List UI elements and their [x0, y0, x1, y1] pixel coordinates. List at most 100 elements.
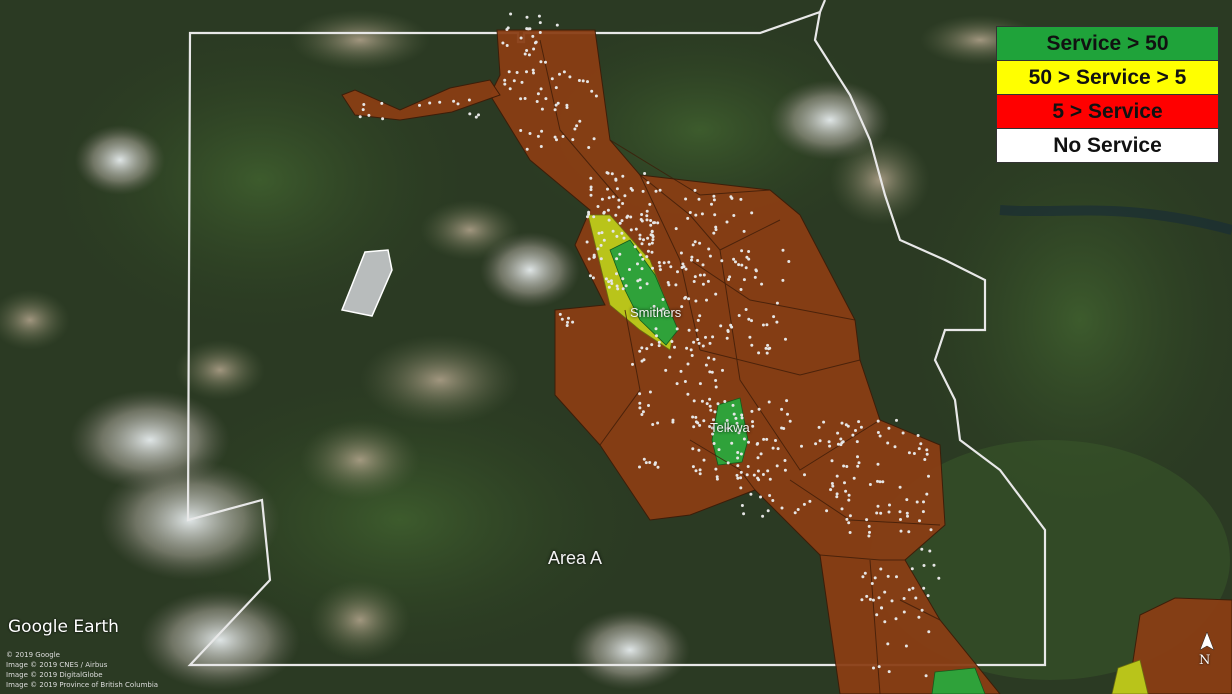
- address-point: [561, 135, 565, 138]
- address-point: [714, 379, 718, 382]
- address-point: [698, 423, 702, 427]
- address-point: [712, 231, 716, 235]
- address-point: [887, 510, 891, 514]
- address-point: [640, 213, 644, 216]
- address-point: [842, 464, 846, 468]
- address-point: [759, 495, 762, 499]
- address-point: [808, 499, 812, 503]
- address-point: [732, 412, 736, 416]
- address-point: [642, 358, 646, 362]
- address-point: [775, 464, 779, 468]
- address-point: [725, 419, 729, 422]
- address-point: [876, 479, 879, 483]
- address-point: [700, 212, 704, 216]
- zone-telkwa-high[interactable]: [711, 397, 749, 466]
- address-point: [588, 274, 592, 278]
- legend-item-mid: 50 > Service > 5: [997, 61, 1218, 95]
- zone-west-arm[interactable]: [341, 79, 501, 121]
- address-point: [565, 106, 569, 109]
- zone-southeast-high[interactable]: [931, 667, 986, 694]
- address-point: [742, 512, 746, 516]
- address-point: [506, 26, 510, 30]
- address-point: [592, 215, 596, 219]
- zone-area-a-main[interactable]: [489, 29, 1001, 694]
- address-point: [362, 103, 366, 106]
- address-point: [577, 79, 581, 82]
- address-point: [523, 52, 527, 56]
- address-point: [894, 617, 898, 621]
- address-point: [456, 102, 460, 106]
- address-point: [878, 434, 882, 438]
- address-point: [556, 101, 560, 105]
- address-point: [610, 172, 614, 176]
- address-point: [534, 40, 538, 44]
- zone-east-mid[interactable]: [1111, 659, 1149, 694]
- address-point: [883, 620, 887, 624]
- address-point: [739, 197, 743, 201]
- address-point: [744, 266, 748, 270]
- address-point: [698, 273, 702, 277]
- address-point: [687, 297, 691, 301]
- address-point: [659, 308, 663, 312]
- address-point: [647, 242, 651, 246]
- address-point: [553, 135, 557, 139]
- service-zones[interactable]: [340, 29, 1232, 694]
- address-point: [829, 488, 833, 492]
- address-point: [776, 447, 780, 451]
- address-point: [614, 178, 618, 182]
- address-point: [550, 77, 554, 81]
- address-point: [636, 262, 639, 266]
- address-point: [845, 465, 849, 468]
- address-point: [736, 464, 740, 468]
- legend-item-high: Service > 50: [997, 27, 1218, 61]
- address-point: [668, 355, 672, 359]
- address-point: [629, 215, 633, 219]
- address-point: [844, 489, 848, 493]
- address-point: [742, 229, 746, 233]
- address-point: [616, 287, 620, 291]
- address-point: [765, 351, 769, 355]
- zone-internal-lines: [539, 39, 941, 694]
- address-point: [698, 382, 702, 386]
- address-point: [571, 320, 575, 324]
- address-point: [697, 448, 701, 452]
- address-point: [895, 575, 898, 579]
- address-point: [782, 427, 786, 430]
- address-point: [929, 528, 933, 532]
- address-point: [716, 402, 720, 406]
- address-point: [701, 263, 705, 267]
- address-point: [640, 242, 644, 246]
- address-point: [712, 442, 716, 445]
- address-point: [638, 286, 642, 290]
- address-point: [692, 399, 696, 403]
- address-point: [839, 437, 843, 441]
- address-point: [878, 480, 882, 484]
- address-point: [855, 440, 859, 444]
- address-point: [519, 129, 523, 132]
- address-point: [765, 437, 769, 441]
- address-point: [715, 475, 719, 479]
- address-point: [765, 323, 769, 327]
- address-point: [905, 511, 909, 515]
- address-point: [890, 599, 894, 603]
- address-point: [749, 492, 753, 496]
- address-point: [925, 492, 929, 496]
- zone-gray-no-service[interactable]: [340, 249, 393, 317]
- address-point: [538, 21, 542, 25]
- address-point: [621, 277, 625, 281]
- address-point: [751, 420, 754, 424]
- address-point: [512, 79, 516, 83]
- address-point: [910, 567, 914, 571]
- address-point: [708, 254, 712, 258]
- address-point: [596, 247, 600, 251]
- address-point: [531, 34, 535, 38]
- address-point: [710, 426, 714, 430]
- address-point: [691, 447, 695, 451]
- address-point: [714, 292, 718, 296]
- address-point: [674, 283, 678, 287]
- address-point: [830, 482, 834, 485]
- address-point: [566, 320, 569, 324]
- address-point: [740, 504, 744, 507]
- address-point: [600, 197, 604, 201]
- address-point: [752, 473, 756, 477]
